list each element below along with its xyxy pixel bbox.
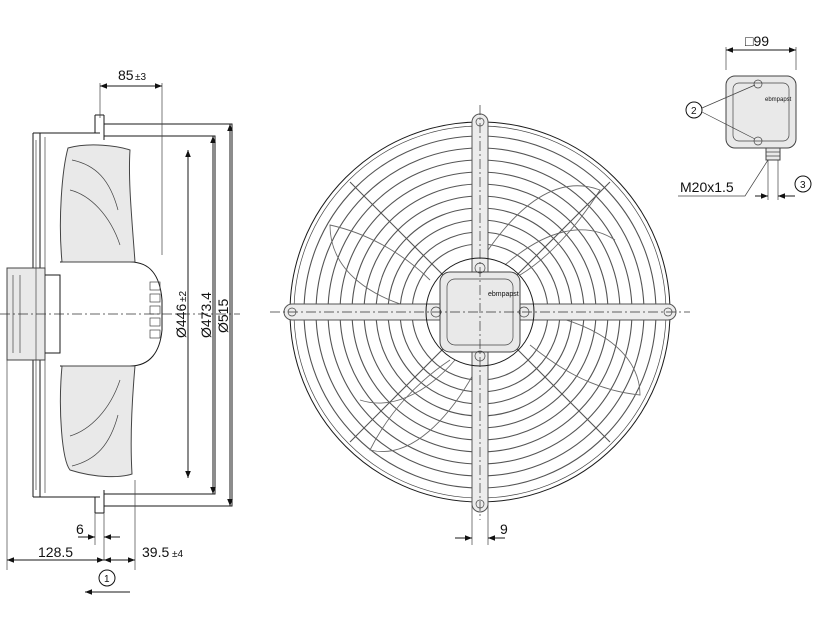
box-logo: ebmpapst	[765, 97, 792, 103]
dim-6: 6	[76, 521, 84, 537]
front-dimensions: 9	[455, 505, 508, 545]
hub-ribs	[149, 281, 161, 339]
dim-4734: Ø473.4	[198, 292, 214, 338]
dim-box-99: □99	[745, 33, 769, 49]
callout-2-circle	[685, 101, 703, 119]
thread-label: M20x1.5	[680, 179, 734, 195]
callout-1: 1	[104, 574, 110, 585]
dim-85-tol: ±3	[135, 72, 146, 83]
front-logo: ebmpapst	[488, 291, 519, 298]
blade-side-bottom	[59, 365, 136, 478]
callout-3-circle	[794, 175, 812, 193]
blade-side-top	[59, 144, 136, 263]
dim-395-tol: ±4	[172, 549, 183, 560]
dim-395: 39.5	[142, 544, 169, 560]
dim-1285: 128.5	[38, 544, 73, 560]
terminal-box-detail: □99 ebmpapst 2 3 M20x1.5	[678, 33, 812, 200]
dim-446-tol: ±2	[178, 291, 189, 302]
dim-9: 9	[500, 521, 508, 537]
dim-515: Ø515	[215, 299, 231, 333]
terminal-box	[725, 75, 797, 149]
cable-gland	[765, 147, 781, 161]
front-view: ebmpapst	[270, 105, 690, 520]
callout-3: 3	[800, 180, 806, 191]
callout-1-circle	[98, 569, 116, 587]
callout-2: 2	[691, 106, 697, 117]
front-blades	[329, 185, 641, 452]
dim-85: 85	[118, 67, 134, 83]
side-view	[0, 114, 240, 514]
dim-446: Ø446	[173, 304, 189, 338]
side-dimensions: 85 ±3 Ø446 ±2 Ø473.4 Ø515 6 128.5 39.5 ±…	[6, 67, 233, 595]
